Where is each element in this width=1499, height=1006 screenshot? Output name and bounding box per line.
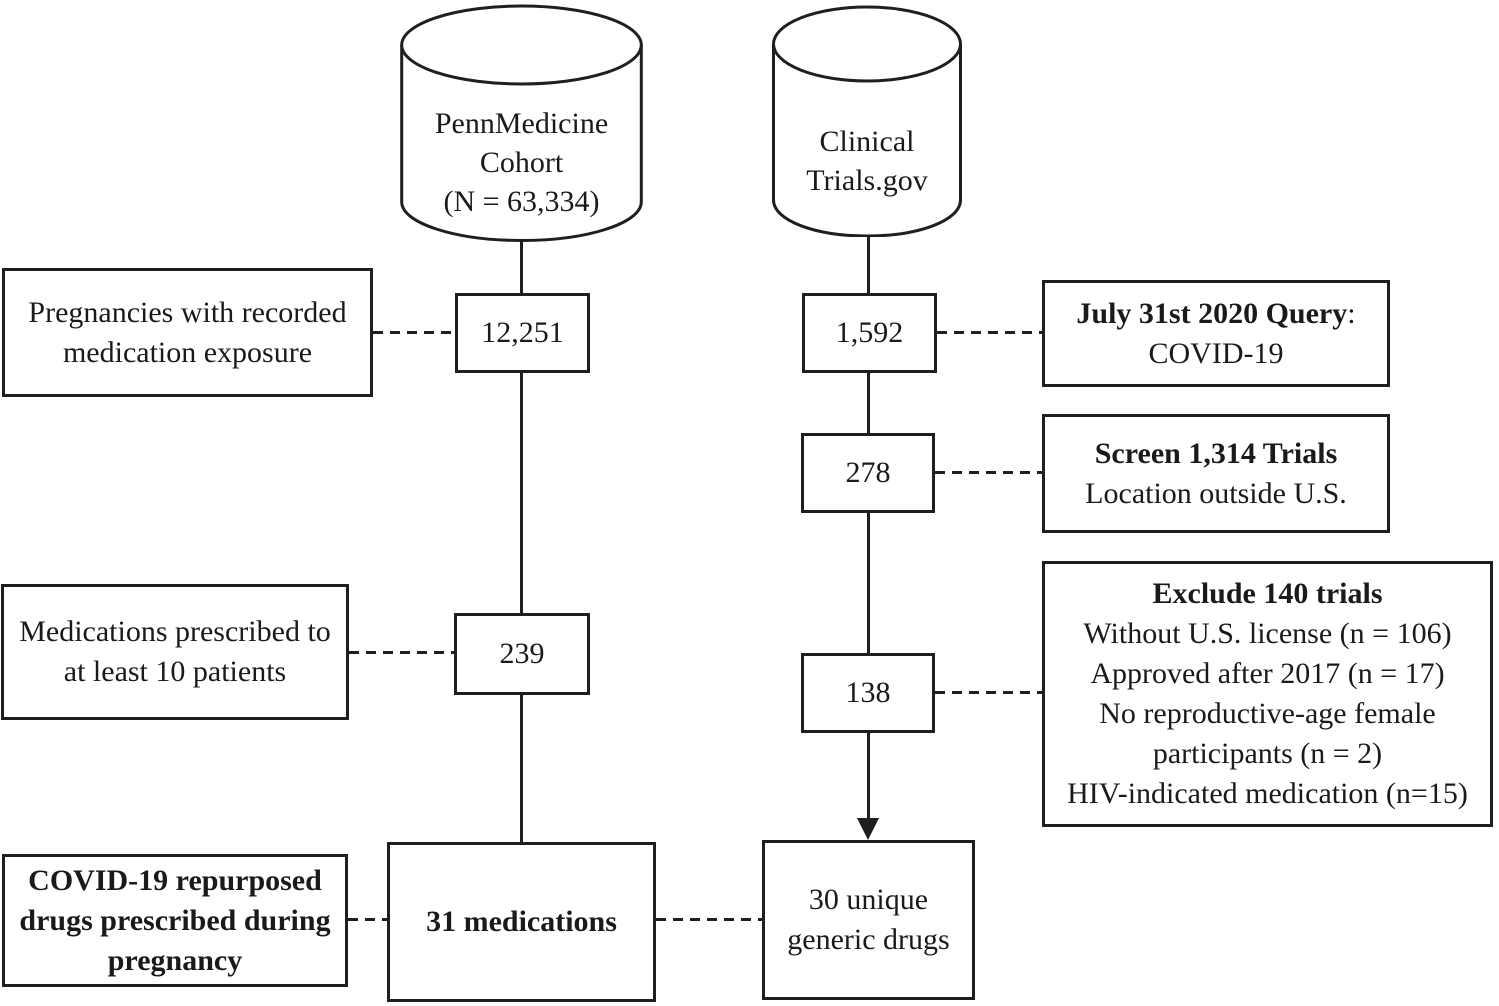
- screen-trials-detail: Location outside U.S.: [1085, 476, 1347, 510]
- count-box-138: 138: [801, 653, 935, 733]
- result-box-30-unique-drugs: 30 unique generic drugs: [762, 840, 975, 1000]
- dashed-link-1592-july: [937, 331, 1042, 334]
- exclude-trials-title: Exclude 140 trials: [1152, 577, 1383, 610]
- july-query-title-colon: :: [1347, 296, 1356, 330]
- note-box-screen-trials: Screen 1,314 Trials Location outside U.S…: [1042, 414, 1390, 533]
- database-cylinder-clinicaltrials: Clinical Trials.gov: [772, 4, 962, 237]
- connector-239-to-31meds: [520, 693, 523, 844]
- cylinder-label-clinicaltrials: Clinical Trials.gov: [806, 125, 928, 197]
- database-cylinder-icon: [400, 4, 643, 243]
- july-query-title: July 31st 2020 Query:: [1076, 294, 1355, 334]
- note-box-covid-repurposed: COVID-19 repurposed drugs prescribed dur…: [2, 854, 348, 987]
- july-query-term: COVID-19: [1148, 336, 1284, 370]
- dashed-link-31meds-30unique: [656, 918, 762, 921]
- dashed-link-138-exclude: [935, 691, 1042, 694]
- screen-trials-title: Screen 1,314 Trials: [1094, 436, 1338, 470]
- connector-138-to-30unique: [867, 731, 870, 821]
- database-cylinder-pennmedicine: PennMedicine Cohort (N = 63,334): [400, 3, 643, 243]
- july-query-title-bold: July 31st 2020 Query: [1076, 296, 1348, 330]
- count-box-12251: 12,251: [455, 293, 590, 373]
- connector-ct-to-1592: [867, 235, 870, 295]
- database-cylinder-icon: [772, 5, 962, 237]
- note-box-medications-10: Medications prescribed to at least 10 pa…: [1, 584, 349, 720]
- exclude-trials-reasons: Without U.S. license (n = 106) Approved …: [1067, 617, 1468, 810]
- count-box-278: 278: [801, 433, 935, 513]
- dashed-link-278-screen: [935, 471, 1042, 474]
- connector-1592-to-278: [867, 371, 870, 435]
- dashed-link-pregnancies-12251: [373, 331, 455, 334]
- result-box-31-medications: 31 medications: [387, 842, 656, 1002]
- note-box-july-query: July 31st 2020 Query: COVID-19: [1042, 280, 1390, 387]
- count-box-1592: 1,592: [802, 293, 937, 373]
- count-box-239: 239: [454, 613, 590, 695]
- connector-penn-to-12251: [520, 240, 523, 295]
- cylinder-label-pennmedicine: PennMedicine Cohort (N = 63,334): [434, 107, 609, 218]
- note-box-exclude-trials: Exclude 140 trials Without U.S. license …: [1042, 561, 1493, 827]
- arrowhead-down-icon: [857, 818, 879, 840]
- connector-12251-to-239: [520, 371, 523, 615]
- dashed-link-medications-239: [349, 651, 454, 654]
- dashed-link-covid-31meds: [348, 918, 387, 921]
- connector-278-to-138: [867, 511, 870, 655]
- note-box-pregnancies: Pregnancies with recorded medication exp…: [2, 268, 373, 397]
